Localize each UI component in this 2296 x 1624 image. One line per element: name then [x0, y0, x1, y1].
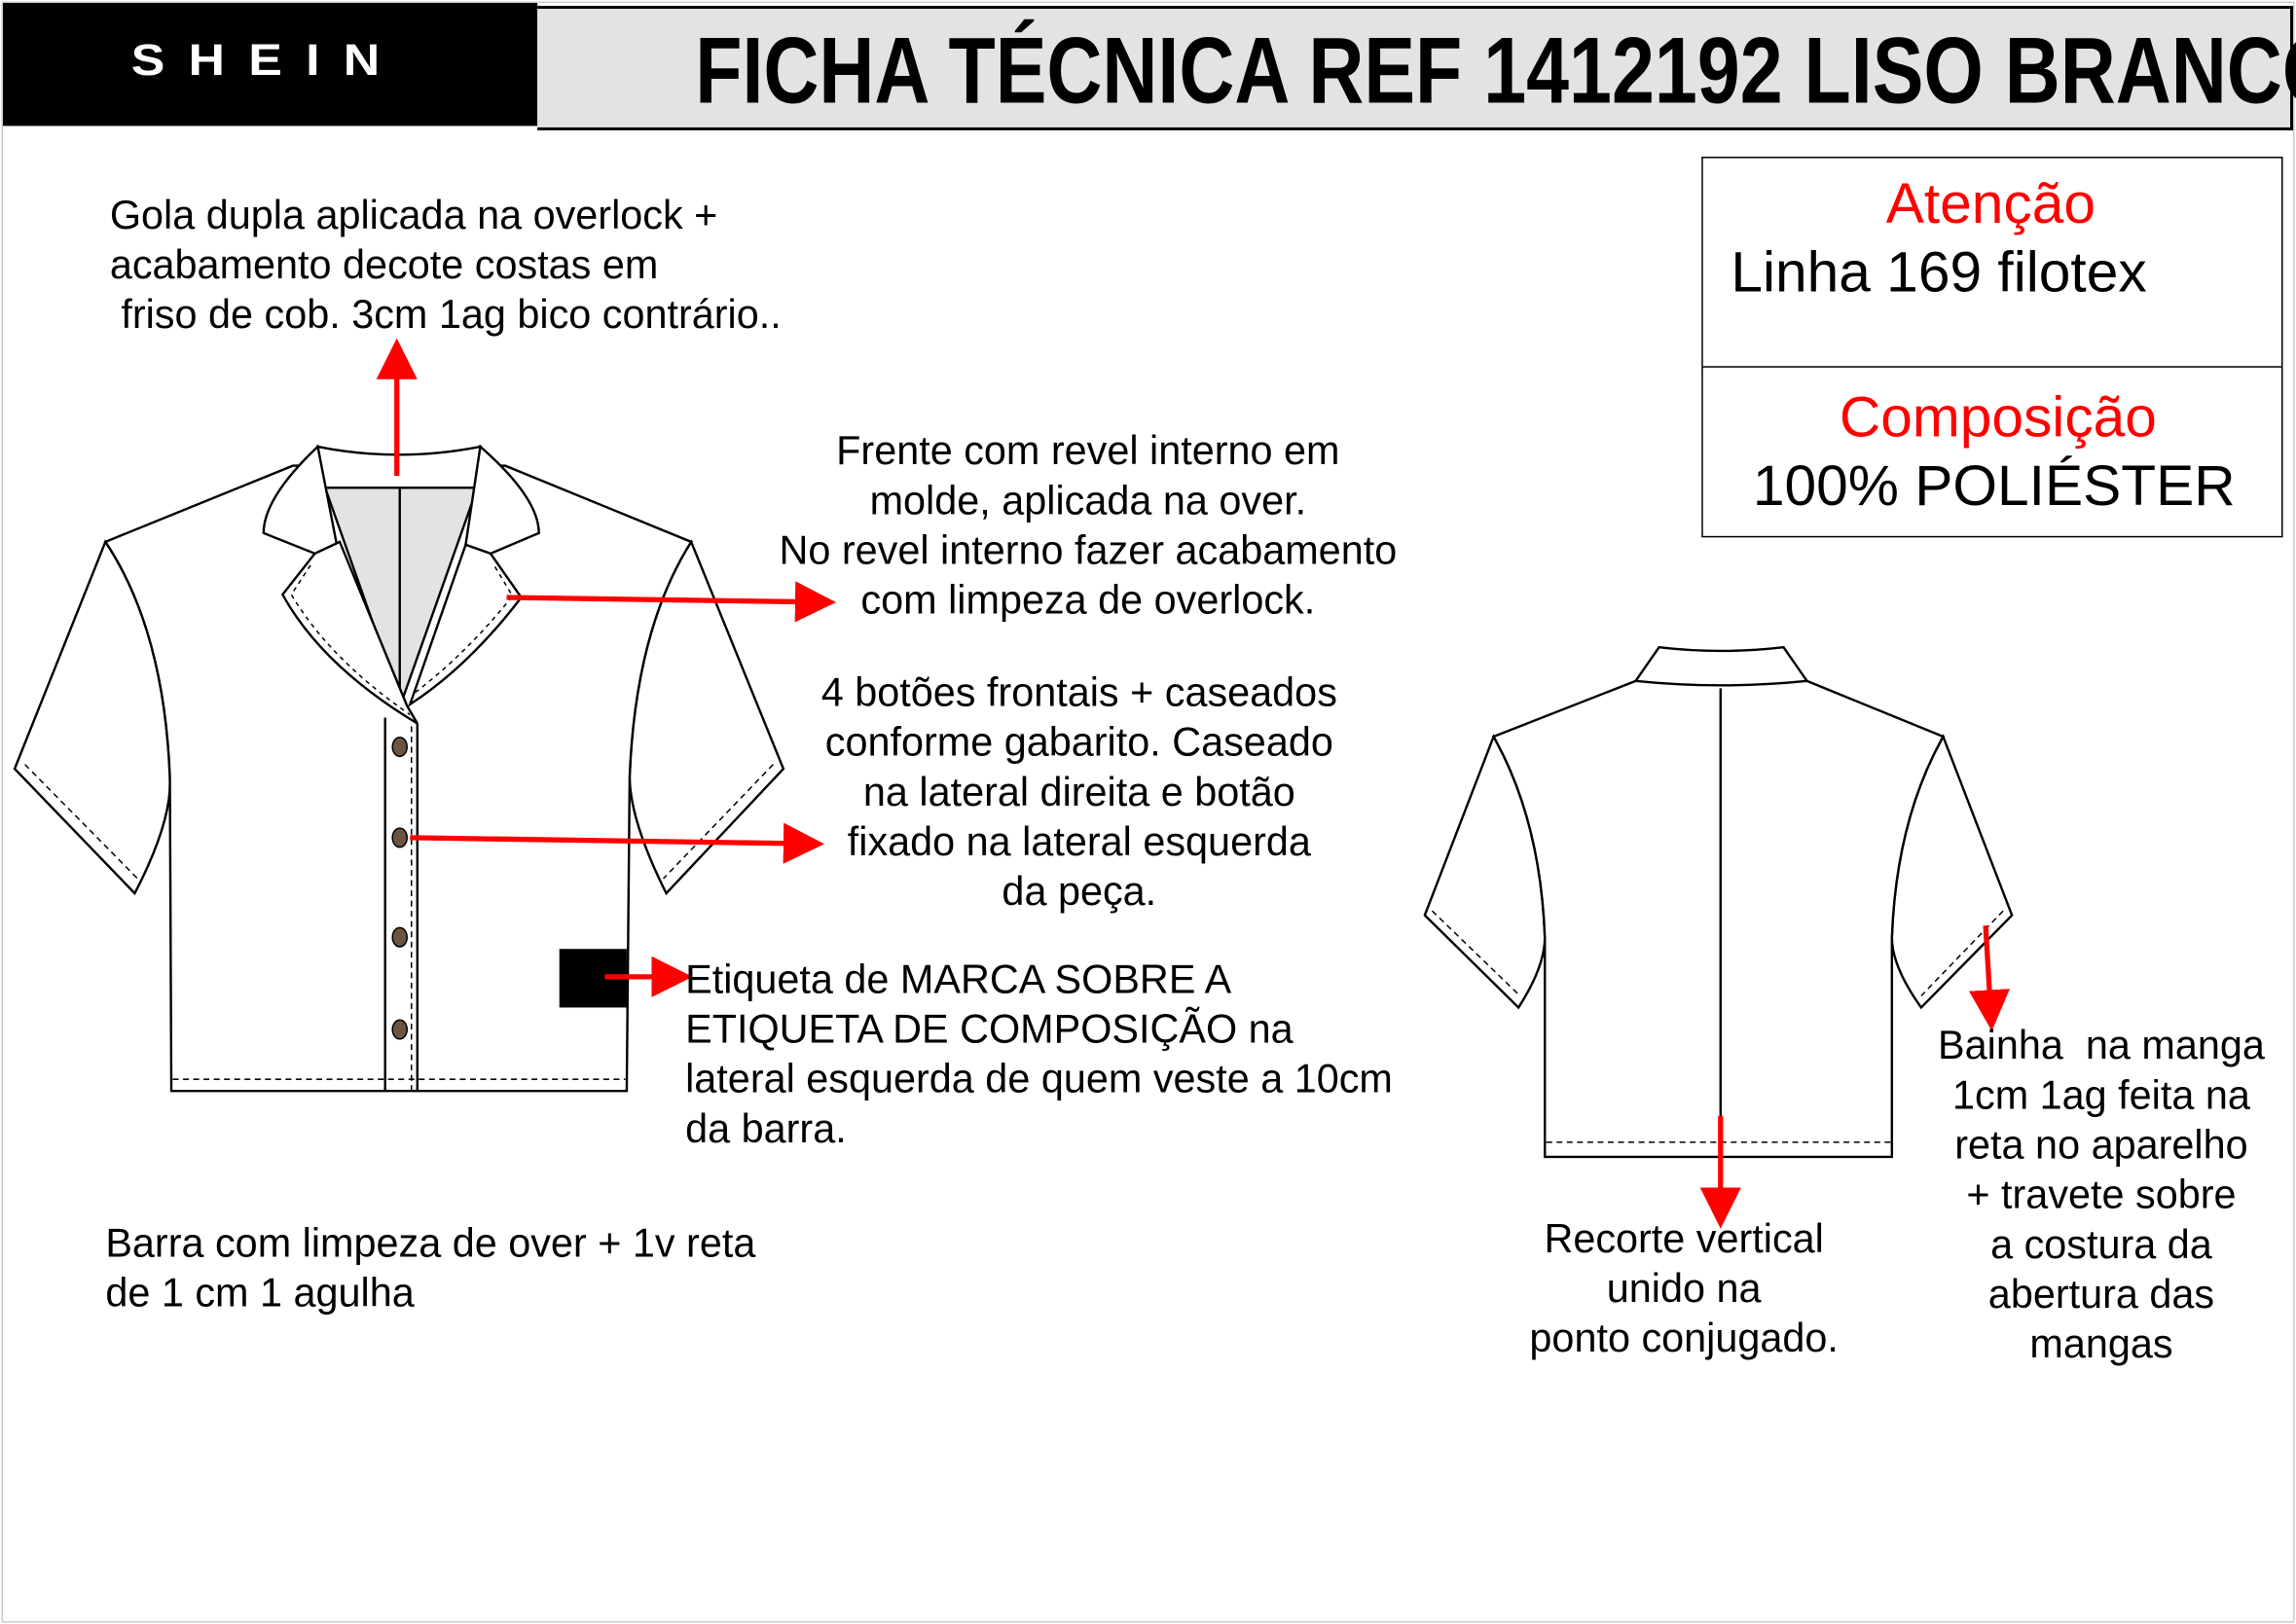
- note-line: conforme gabarito. Caseado: [824, 718, 1333, 765]
- attention-label: Atenção: [1885, 172, 2096, 236]
- composition-value: 100% POLIÉSTER: [1752, 455, 2236, 519]
- button-3: [391, 926, 409, 948]
- note-line: 4 botões frontais + caseados: [820, 668, 1337, 715]
- front-body: [103, 464, 693, 1093]
- note-line: lateral esquerda de quem veste a 10cm: [685, 1056, 1393, 1101]
- arrow-sleeve-hem: [1968, 925, 2011, 1031]
- note-line: fixado na lateral esquerda: [847, 818, 1311, 864]
- right-lapel: [407, 543, 524, 707]
- front-shirt-drawing: [13, 444, 785, 1093]
- note-back-seam: Recorte vertical unido na ponto conjugad…: [1465, 1214, 1904, 1364]
- note-label: Etiqueta de MARCA SOBRE A ETIQUETA DE CO…: [685, 955, 1393, 1154]
- note-line: acabamento decote costas em: [109, 241, 659, 287]
- note-line: na lateral direita e botão: [862, 769, 1295, 814]
- note-line: da barra.: [685, 1105, 847, 1151]
- note-line: molde, aplicada na over.: [869, 477, 1307, 523]
- note-line: a costura da: [1990, 1221, 2212, 1267]
- arrow-buttons: [410, 822, 825, 864]
- callout-arrows: [376, 338, 2011, 1229]
- note-line: de 1 cm 1 agulha: [105, 1269, 415, 1316]
- note-line: reta no aparelho: [1954, 1121, 2248, 1168]
- note-collar: Gola dupla aplicada na overlock + acabam…: [110, 191, 782, 341]
- note-front-facing: Frente com revel interno em molde, aplic…: [722, 426, 1454, 626]
- note-line: + travete sobre: [1966, 1172, 2237, 1217]
- back-collar: [1633, 645, 1809, 687]
- button-1: [391, 737, 409, 758]
- front-buttons: [391, 737, 409, 1040]
- note-line: mangas: [2029, 1320, 2173, 1367]
- note-line: ponto conjugado.: [1529, 1315, 1839, 1361]
- note-line: da peça.: [1002, 868, 1157, 915]
- composition-box: [1701, 366, 2283, 538]
- button-2: [391, 827, 409, 848]
- brand-header-box: [3, 3, 538, 126]
- note-line: Gola dupla aplicada na overlock +: [109, 192, 718, 237]
- back-body: [1491, 679, 1946, 1159]
- back-shirt-drawing: [1423, 645, 2014, 1159]
- note-buttons: 4 botões frontais + caseados conforme ga…: [713, 668, 1445, 917]
- note-line: Bainha na manga: [1938, 1022, 2265, 1068]
- note-line: com limpeza de overlock.: [860, 576, 1316, 623]
- page-title: FICHA TÉCNICA REF 1412192 LISO BRANCO: [695, 18, 2296, 124]
- note-line: Barra com limpeza de over + 1v reta: [105, 1219, 756, 1266]
- brand-logo: SHEIN: [130, 36, 404, 86]
- title-bar: [537, 6, 2294, 130]
- arrow-facing: [506, 581, 837, 623]
- note-line: abertura das: [1987, 1271, 2215, 1317]
- composition-label: Composição: [1839, 386, 2157, 451]
- note-line: Etiqueta de MARCA SOBRE A: [685, 956, 1232, 1002]
- note-line: ETIQUETA DE COMPOSIÇÃO na: [685, 1005, 1294, 1052]
- left-lapel: [280, 540, 419, 725]
- note-line: Frente com revel interno em: [836, 427, 1340, 474]
- note-line: 1cm 1ag feita na: [1951, 1071, 2250, 1118]
- note-sleeve-hem: Bainha na manga 1cm 1ag feita na reta no…: [1904, 1021, 2296, 1369]
- note-line: unido na: [1606, 1265, 1762, 1311]
- note-line: Recorte vertical: [1544, 1215, 1824, 1261]
- attention-box: [1701, 157, 2283, 370]
- note-hem: Barra com limpeza de over + 1v reta de 1…: [105, 1218, 755, 1317]
- note-line: No revel interno fazer acabamento: [779, 526, 1398, 573]
- attention-value: Linha 169 filotex: [1731, 241, 2147, 306]
- button-4: [391, 1019, 409, 1040]
- note-line: friso de cob. 3cm 1ag bico contrário..: [109, 291, 782, 338]
